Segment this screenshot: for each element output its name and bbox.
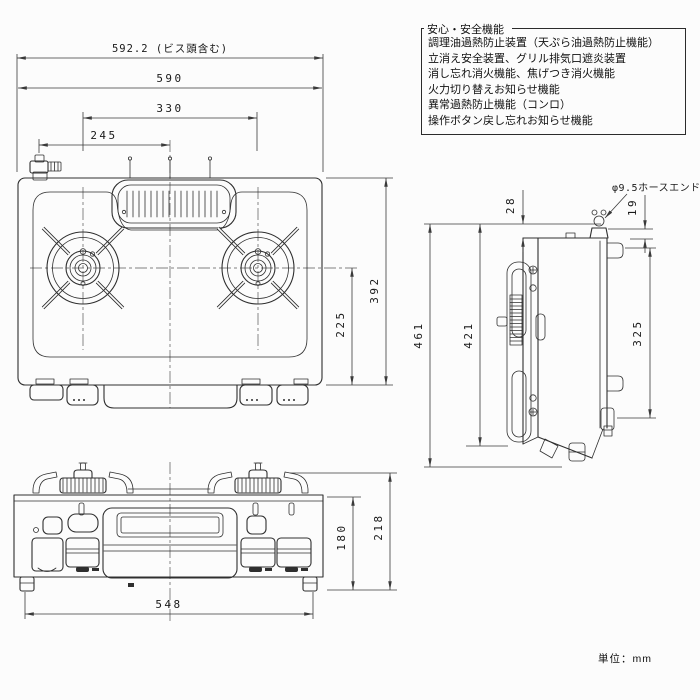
side-view-dimensions: φ9.5ホースエンド 461 421 325 28 19: [412, 182, 700, 468]
dim-421: 421: [462, 321, 475, 348]
dim-180: 180: [335, 523, 348, 550]
dim-218: 218: [372, 513, 385, 540]
safety-feature-line: 異常過熱防止機能（コンロ）: [428, 99, 571, 111]
indicator-lamp: [33, 527, 39, 533]
dim-592: 592.2 (ビス頭含む): [112, 42, 228, 55]
front-body: [13, 494, 324, 578]
side-body: [522, 237, 608, 459]
side-front-panel: [496, 261, 546, 443]
top-edge-pins: [127, 156, 212, 179]
dim-590: 590: [156, 72, 183, 85]
hose-end-label: φ9.5ホースエンド: [612, 182, 700, 194]
dim-548: 548: [155, 598, 182, 611]
plan-front-buttons: [29, 378, 309, 409]
top-view: 592.2 (ビス頭含む) 590 330 245 392 225: [16, 42, 393, 409]
side-top-tab: [565, 232, 576, 239]
front-view: 548 180 218: [13, 462, 397, 622]
grill-vent: [111, 179, 237, 229]
front-burner-left: [32, 462, 134, 494]
dim-28: 28: [504, 196, 517, 214]
front-legs: [19, 576, 318, 592]
top-view-dimensions: 592.2 (ビス頭含む) 590 330 245 392 225: [16, 42, 393, 386]
dim-461: 461: [412, 321, 425, 348]
side-back-hooks: [600, 242, 624, 437]
hose-end: [589, 209, 609, 239]
control-buttons-right: [240, 515, 312, 572]
unit-label: 単位：mm: [598, 653, 652, 665]
dim-392: 392: [368, 276, 381, 303]
dim-245: 245: [90, 129, 117, 142]
gas-inlet-fitting: [29, 154, 62, 181]
grill-door: [102, 507, 238, 587]
front-burner-right: [207, 462, 309, 494]
safety-feature-box: 安心・安全機能 調理油過熱防止装置（天ぷら油過熱防止機能） 立消え安全装置、グリ…: [421, 21, 686, 135]
grill-knob: [496, 316, 508, 327]
dim-19: 19: [626, 198, 639, 216]
control-buttons-left: [31, 513, 100, 572]
safety-feature-line: 調理油過熱防止装置（天ぷら油過熱防止機能）: [428, 37, 659, 49]
dim-330: 330: [156, 102, 183, 115]
dim-325: 325: [631, 319, 644, 346]
safety-feature-line: 立消え安全装置、グリル排気口遮炎装置: [428, 52, 626, 65]
safety-feature-line: 操作ボタン戻し忘れお知らせ機能: [428, 114, 593, 127]
safety-feature-line: 消し忘れ消火機能、焦げつき消火機能: [428, 68, 615, 80]
side-view: φ9.5ホースエンド 461 421 325 28 19: [412, 182, 700, 468]
dim-225: 225: [334, 310, 347, 337]
safety-box-title: 安心・安全機能: [424, 21, 512, 37]
side-feet: [539, 438, 586, 462]
safety-feature-line: 火力切り替えお知らせ機能: [428, 83, 560, 96]
front-view-dimensions: 548 180 218: [24, 472, 397, 619]
